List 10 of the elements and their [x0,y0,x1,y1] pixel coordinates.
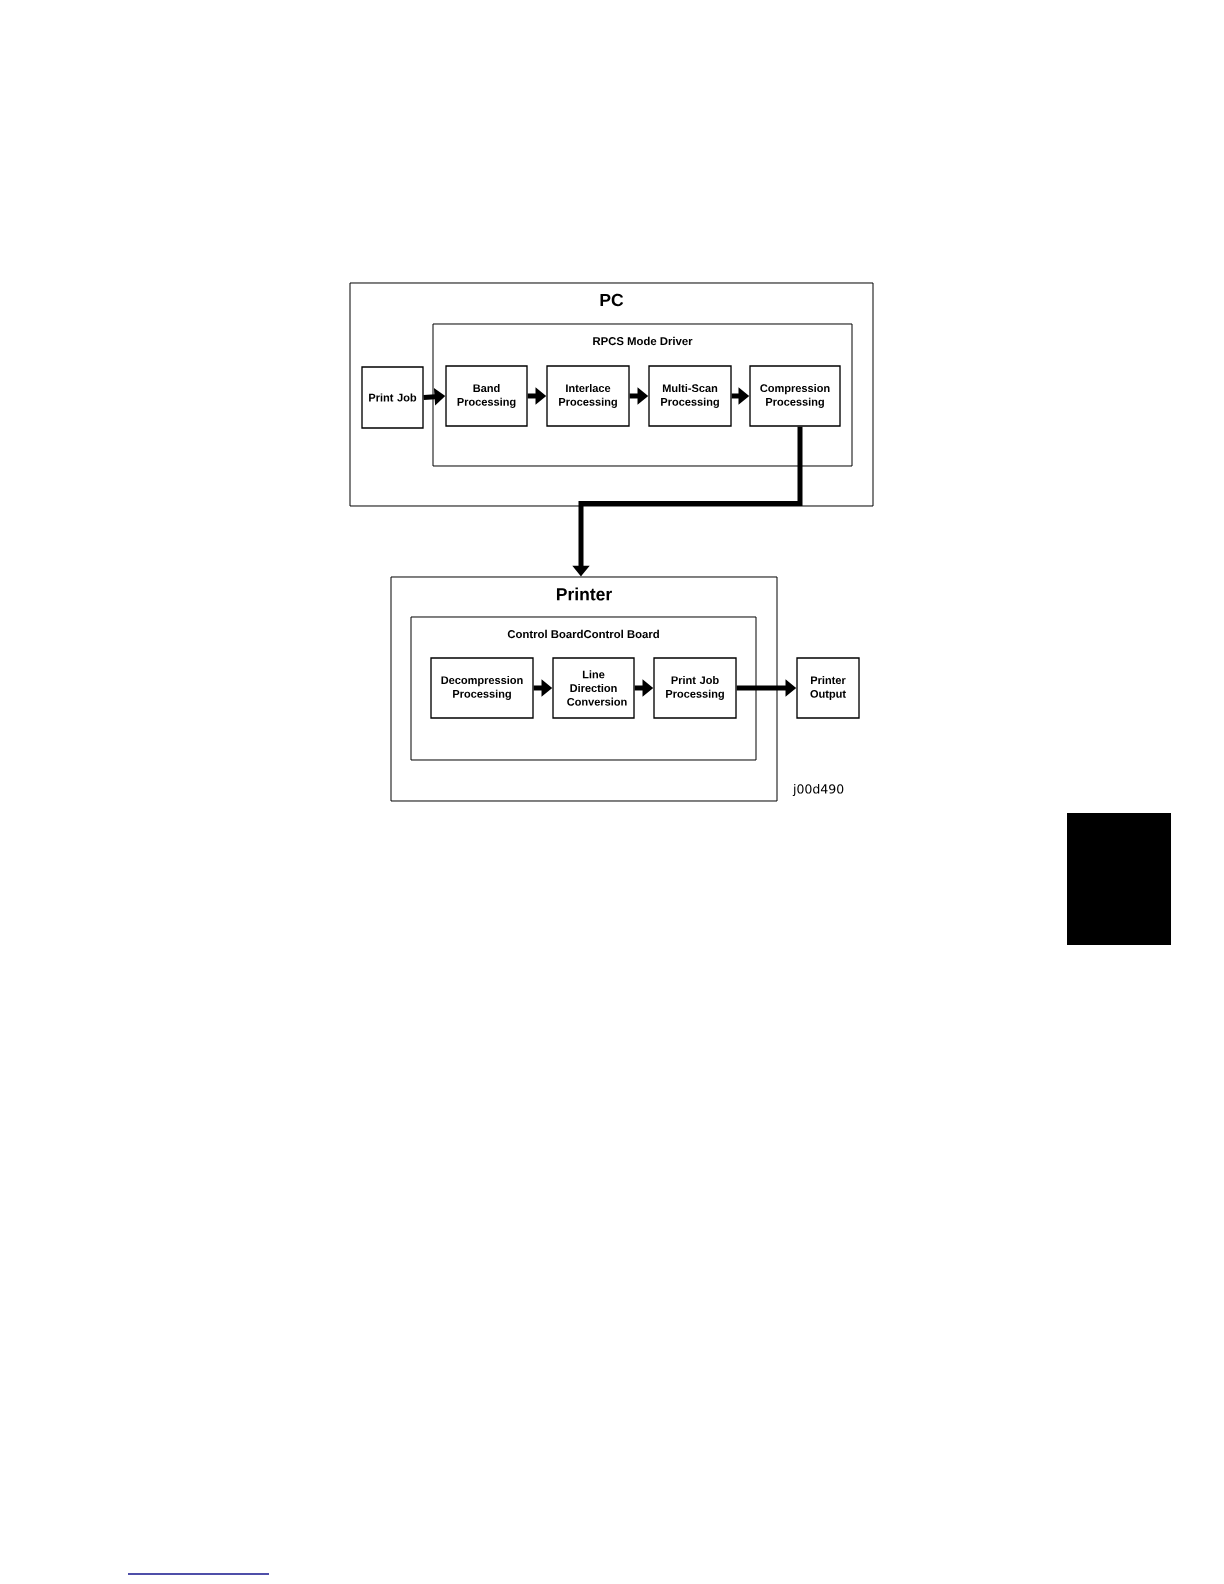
process-box: Print Job [361,366,424,429]
figure-code: j00d490 [792,783,844,797]
process-box: Compression Processing [749,365,841,427]
process-box: Multi-Scan Processing [648,365,732,427]
process-box: Printer Output [796,657,860,719]
process-box: Band Processing [445,365,528,427]
process-box: Print Job Processing [653,657,737,719]
process-box: Decompression Processing [430,657,534,719]
process-box: Line Direction Conversion [552,657,635,719]
process-box: Interlace Processing [546,365,630,427]
